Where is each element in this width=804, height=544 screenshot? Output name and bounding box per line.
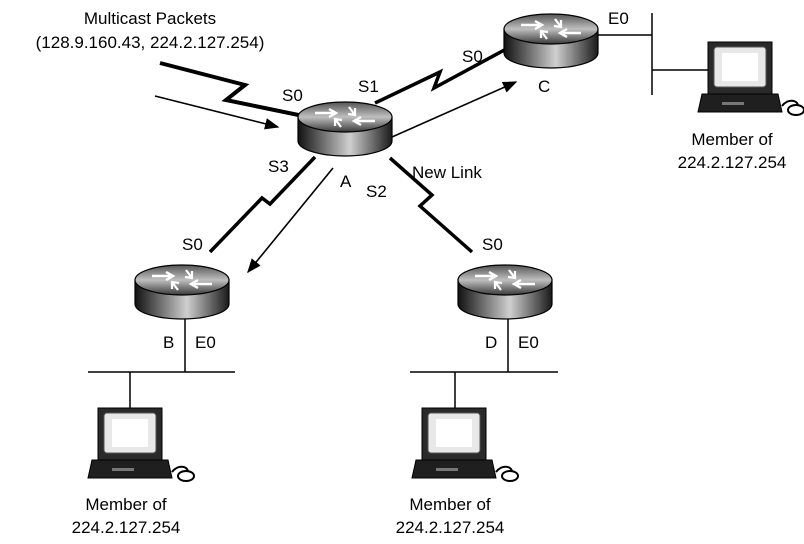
new-link-label: New Link [412,163,482,182]
router-c-e0-label: E0 [608,9,629,28]
arrow-icon [391,81,518,138]
router-d-e0-label: E0 [518,333,539,352]
arrow-icon [154,95,280,130]
router-a-s0-label: S0 [282,86,303,105]
router-a-name: A [340,172,352,191]
router-a-s1-label: S1 [358,77,379,96]
links [159,45,511,254]
incoming-serial-link [159,61,314,120]
source-title: Multicast Packets [84,9,216,28]
link-a-d-new [388,156,474,254]
router-c-name: C [538,77,550,96]
host-d-label-line1: Member of [409,495,491,514]
router-c [502,12,600,70]
link-a-c [374,45,511,105]
router-d-name: D [485,333,497,352]
source-address: (128.9.160.43, 224.2.127.254) [36,33,265,52]
router-a [296,100,394,158]
flow-arrows [154,81,518,274]
host-b-label-line1: Member of [85,495,167,514]
computer-icon [411,407,519,482]
router-icon [133,263,231,321]
router-b [133,263,231,321]
router-icon [502,12,600,70]
router-a-s2-label: S2 [366,182,387,201]
host-d [411,407,519,482]
host-c [697,41,804,116]
router-icon [456,263,554,321]
router-d [456,263,554,321]
arrow-icon [247,167,334,274]
lan-segments [88,13,710,408]
host-c-label-line2: 224.2.127.254 [678,153,787,172]
host-b-label-line2: 224.2.127.254 [72,518,181,537]
router-b-s0-label: S0 [182,235,203,254]
computer-icon [697,41,804,116]
host-c-label-line1: Member of [691,130,773,149]
router-d-s0-label: S0 [482,235,503,254]
host-b [87,407,195,482]
link-a-b [208,155,317,254]
router-b-name: B [163,333,174,352]
router-a-s3-label: S3 [268,157,289,176]
host-d-label-line2: 224.2.127.254 [396,518,505,537]
router-c-s0-label: S0 [462,47,483,66]
router-b-e0-label: E0 [195,333,216,352]
computer-icon [87,407,195,482]
router-icon [296,100,394,158]
